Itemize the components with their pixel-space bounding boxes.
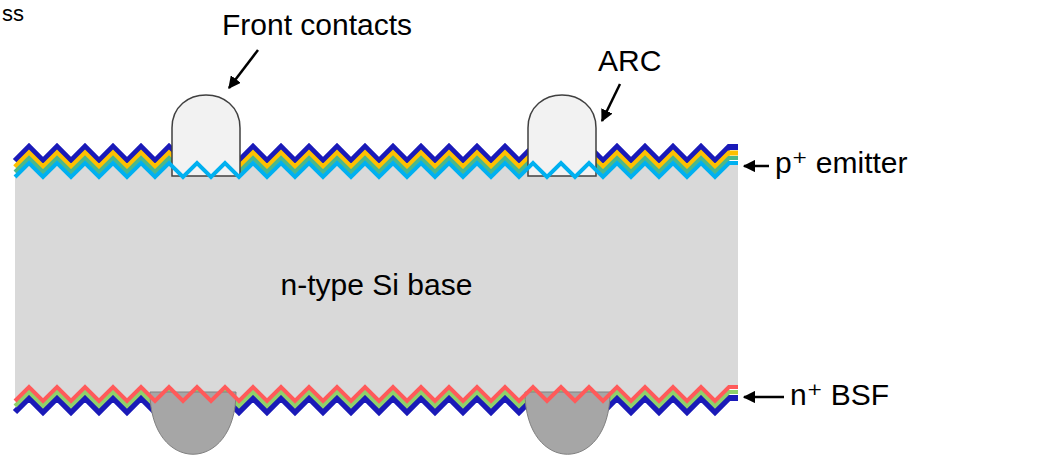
part-label: ARC	[598, 44, 661, 77]
emitter-layer	[15, 163, 738, 177]
arc-layer	[15, 147, 738, 161]
leader-line	[229, 50, 258, 88]
region-label: n-type Si base	[281, 268, 473, 301]
part-label: Front contacts	[222, 8, 412, 41]
front-contact	[172, 95, 240, 176]
si-base	[15, 164, 738, 400]
layer-label: p⁺ emitter	[775, 146, 908, 179]
leader-line	[744, 396, 784, 399]
arc-layer	[15, 158, 738, 172]
rear-contact	[150, 392, 236, 454]
leader-line	[744, 165, 769, 168]
base-region: n-type Si base	[15, 186, 738, 382]
leader-line	[602, 84, 620, 121]
layer-label: n⁺ BSF	[790, 378, 889, 411]
cropped-label: ss	[2, 2, 24, 26]
arc-layer	[15, 153, 738, 167]
rear-contact	[525, 392, 610, 454]
bsf-layer	[15, 387, 738, 401]
